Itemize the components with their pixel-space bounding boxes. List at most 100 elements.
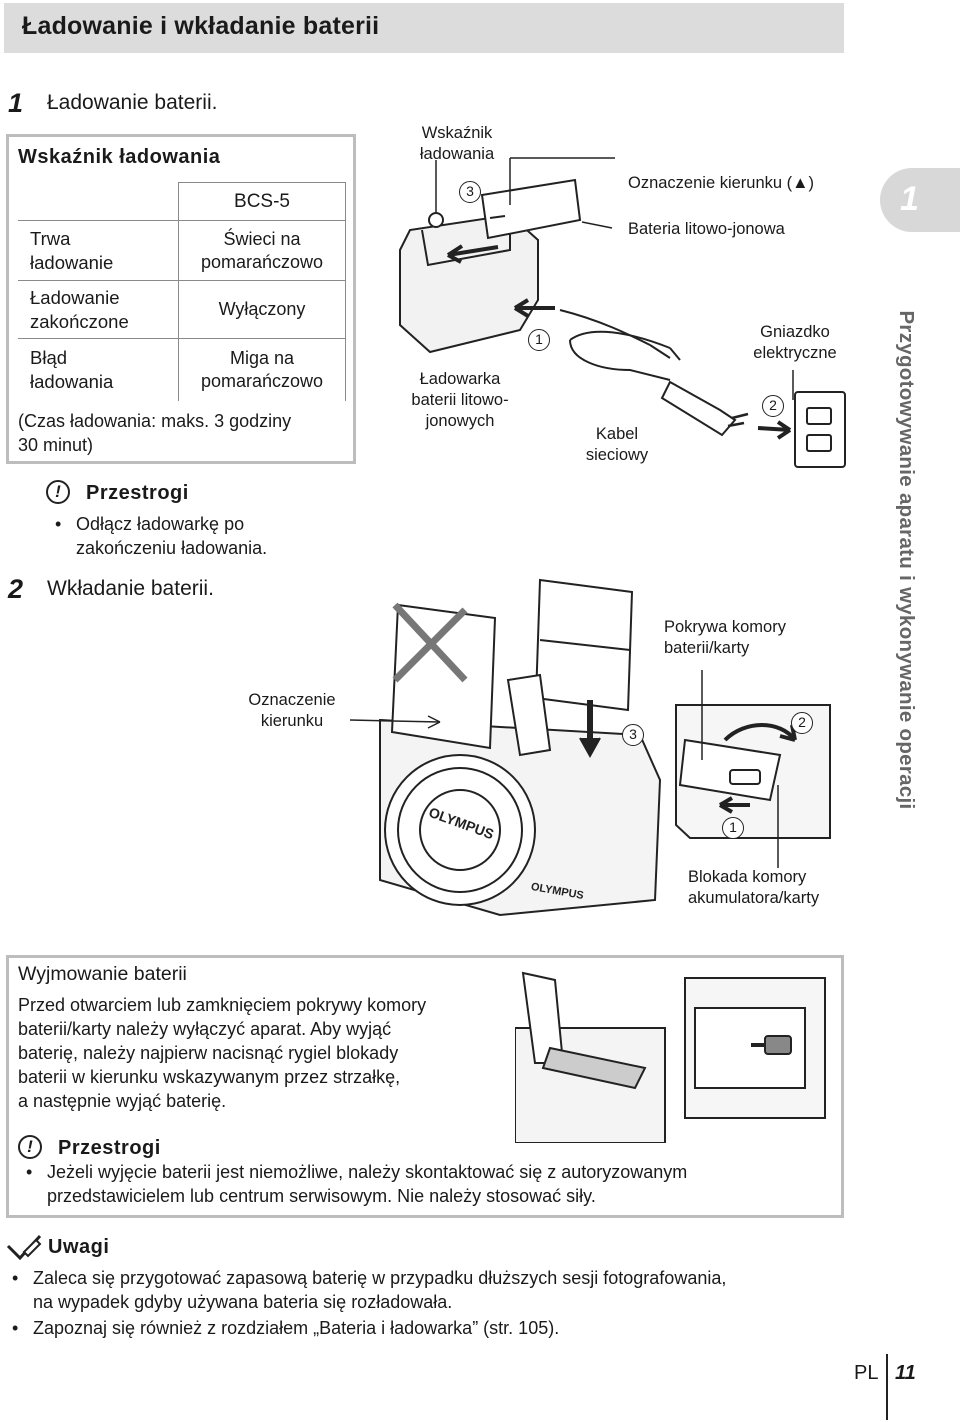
step-mark-3: 3 [622, 724, 644, 746]
caution-bullet: Odłącz ładowarkę po zakończeniu ładowani… [76, 512, 267, 560]
title-bar [4, 3, 844, 53]
row-indicator: Miga na [229, 347, 295, 368]
plug-arrow [757, 426, 791, 432]
camera-battery-diagram: OLYMPUS OLYMPUS [349, 578, 831, 917]
notes-bullet-dot: • [12, 1318, 19, 1338]
lock-label: Blokada komory akumulatora/karty [688, 867, 819, 909]
footer-lang: PL [854, 1362, 879, 1384]
row-state: zakończone [30, 310, 129, 332]
removal-lock [764, 1035, 792, 1055]
lock-switch [729, 769, 761, 785]
li-battery-label: Bateria litowo-jonowa [628, 220, 785, 238]
battery-removal-box [6, 955, 844, 1218]
step-mark-2: 2 [762, 395, 784, 417]
close-arrow [723, 723, 797, 742]
outlet-label-line: elektryczne [753, 344, 837, 362]
caution-bullet-line: zakończeniu ładowania. [76, 538, 268, 558]
caution-bullet-line: przedstawicielem lub centrum serwisowym.… [47, 1186, 596, 1206]
removal-line: baterii w kierunku wskazywanym przez str… [18, 1067, 401, 1087]
indicator-lamp [428, 212, 444, 228]
charging-time-note: (Czas ładowania: maks. 3 godziny 30 minu… [18, 409, 291, 457]
caution-bullet-line: Jeżeli wyjęcie baterii jest niemożliwe, … [47, 1162, 688, 1182]
charger-label-line: baterii litowo- [411, 391, 509, 409]
charger-diagram [399, 157, 846, 468]
step-1-number: 1 [8, 88, 24, 118]
footer-divider [886, 1354, 888, 1420]
cable-label: Kabel sieciowy [570, 424, 664, 466]
caution-icon: ! [46, 480, 70, 504]
row-indicator: Świeci na [223, 228, 301, 249]
notes-bullet-line: na wypadek gdyby używana bateria się roz… [33, 1292, 453, 1312]
caution-title: Przestrogi [58, 1137, 161, 1159]
row-indicator: pomarańczowo [200, 370, 324, 391]
lock-label-line: Blokada komory [688, 868, 807, 886]
row-indicator: Wyłączony [218, 299, 306, 319]
wrong-battery [390, 603, 497, 750]
outlet-label: Gniazdko elektryczne [740, 322, 850, 364]
removal-line: a następnie wyjąć baterię. [18, 1091, 227, 1111]
removal-line: baterii/karty należy wyłączyć aparat. Ab… [18, 1019, 392, 1039]
caution-bullet: Jeżeli wyjęcie baterii jest niemożliwe, … [47, 1160, 687, 1208]
removal-title: Wyjmowanie baterii [18, 963, 187, 985]
battery-removal-illustration [515, 971, 826, 1143]
notes-bullet-dot: • [12, 1268, 19, 1288]
cover-label-line: Pokrywa komory [664, 618, 786, 636]
pencil-note-icon [6, 1234, 42, 1260]
indicator-label-line: ładowania [419, 145, 495, 163]
step-mark-1: 1 [722, 817, 744, 839]
removal-battery [541, 1046, 647, 1090]
removal-text: Przed otwarciem lub zamknięciem pokrywy … [18, 993, 498, 1113]
notes-bullet-line: Zaleca się przygotować zapasową baterię … [33, 1268, 727, 1288]
chapter-number: 1 [900, 180, 919, 218]
chapter-title: Przygotowywanie aparatu i wykonywanie op… [895, 310, 918, 810]
page-title: Ładowanie i wkładanie baterii [22, 12, 380, 40]
battery-shape [480, 178, 582, 240]
direction-label: Oznaczenie kierunku [240, 690, 344, 732]
direction-mark-label: Oznaczenie kierunku (▲) [628, 174, 814, 192]
row-state: Błąd [30, 346, 68, 368]
compartment-door [506, 673, 552, 757]
charging-time-line: 30 minut) [18, 435, 94, 455]
caution-title: Przestrogi [86, 482, 189, 504]
indicator-label: Wskaźnik ładowania [402, 123, 512, 165]
charger-label-line: jonowych [425, 412, 495, 430]
charging-time-line: (Czas ładowania: maks. 3 godziny [18, 411, 292, 431]
column-header-bcs5: BCS-5 [178, 182, 346, 221]
charger-body [399, 213, 539, 354]
charger-label: Ładowarka baterii litowo- jonowych [400, 369, 520, 432]
row-state: ładowanie [30, 251, 114, 273]
cover-label: Pokrywa komory baterii/karty [664, 617, 786, 659]
caution-icon: ! [18, 1135, 42, 1159]
step-mark-1: 1 [528, 329, 550, 351]
notes-bullet: Zaleca się przygotować zapasową baterię … [33, 1266, 726, 1314]
outlet-box [794, 391, 846, 468]
lock-label-line: akumulatora/karty [688, 889, 820, 907]
cable-label-line: sieciowy [585, 446, 649, 464]
removal-line: Przed otwarciem lub zamknięciem pokrywy … [18, 995, 427, 1015]
charging-indicator-title: Wskaźnik ładowania [18, 146, 221, 168]
caution-bullet-dot: • [26, 1162, 33, 1182]
page-number: 11 [895, 1362, 916, 1384]
cover-label-line: baterii/karty [664, 639, 750, 657]
charger-slot [421, 220, 511, 267]
charging-indicator-table: BCS-5 Trwa ładowanie Świeci na pomarańcz… [18, 182, 346, 401]
step-mark-2: 2 [791, 712, 813, 734]
caution-bullet-line: Odłącz ładowarkę po [76, 514, 245, 534]
chapter-tab [880, 168, 960, 232]
row-state: Trwa [30, 227, 71, 249]
direction-label-line: Oznaczenie [248, 691, 336, 709]
step-mark-3: 3 [459, 181, 481, 203]
wrong-cross-icon [392, 602, 468, 683]
row-state: Ładowanie [30, 286, 120, 308]
step-2-text: Wkładanie baterii. [47, 577, 214, 600]
row-indicator: pomarańczowo [200, 251, 324, 272]
direction-label-line: kierunku [260, 712, 324, 730]
cable-label-line: Kabel [595, 425, 639, 443]
notes-bullet: Zapoznaj się również z rozdziałem „Bater… [33, 1318, 560, 1338]
charging-indicator-box [6, 134, 356, 464]
row-state: ładowania [30, 370, 114, 392]
indicator-label-line: Wskaźnik [421, 124, 493, 142]
lens-cap [384, 754, 536, 906]
charger-label-line: Ładowarka [419, 370, 501, 388]
step-1-text: Ładowanie baterii. [47, 91, 218, 114]
